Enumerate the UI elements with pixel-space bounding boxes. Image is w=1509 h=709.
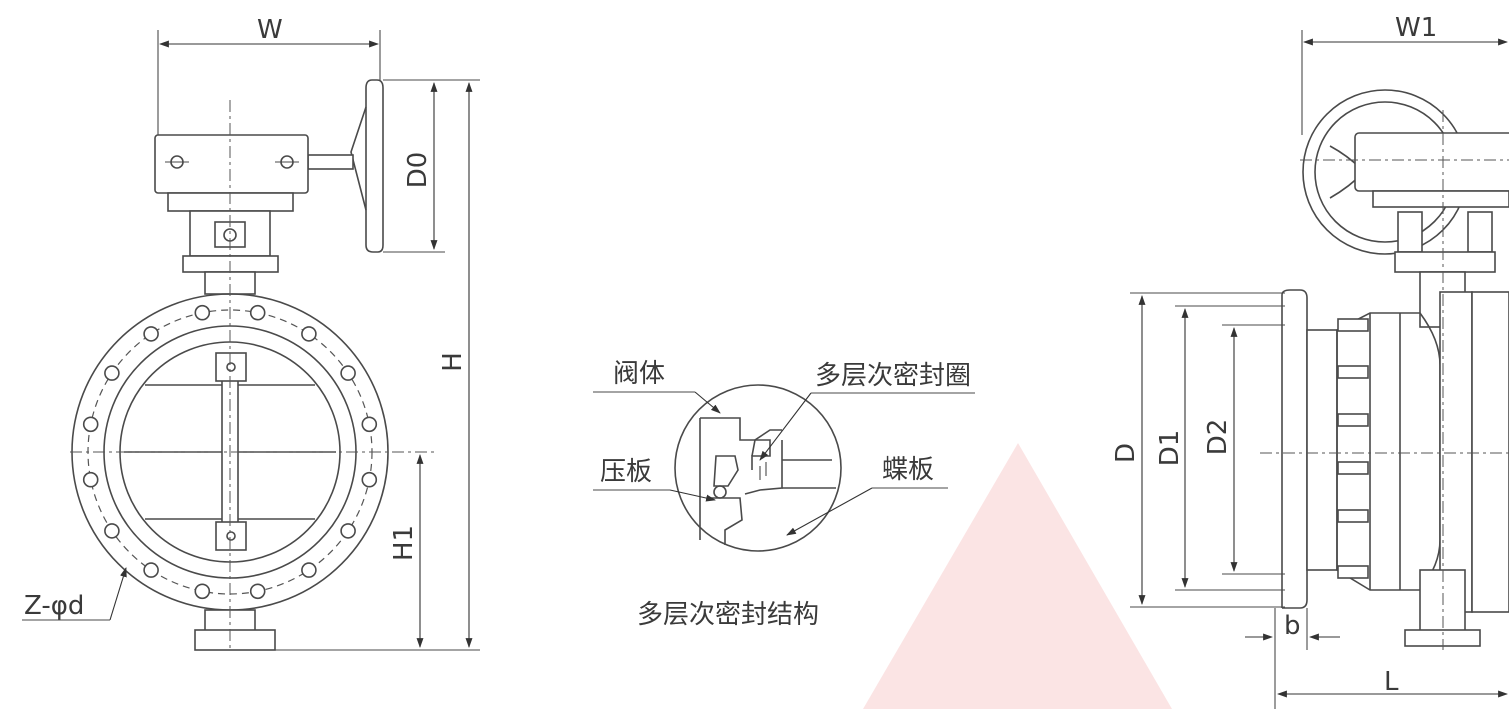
flange-bolt xyxy=(1337,365,1369,379)
bolt-hole xyxy=(249,304,266,321)
bolt-circle-label: D1 xyxy=(1155,430,1185,467)
flange-od-label: D xyxy=(1111,443,1141,463)
disc-label: 蝶板 xyxy=(882,455,934,485)
bolt-hole xyxy=(249,583,266,600)
pressure-plate-label: 压板 xyxy=(600,457,652,487)
handwheel-diameter-label: D0 xyxy=(403,152,433,189)
bolt-hole xyxy=(340,365,356,381)
bolt-hole xyxy=(104,523,120,539)
bolt-hole xyxy=(82,471,99,488)
bolt-hole xyxy=(143,562,159,578)
bolt-hole xyxy=(82,416,99,433)
bolt-hole xyxy=(361,416,378,433)
bolt-hole-label: Z-φd xyxy=(24,591,84,621)
raised-face-label: D2 xyxy=(1203,419,1233,456)
valve-body-label: 阀体 xyxy=(613,359,665,389)
center-height-label: H1 xyxy=(389,525,419,561)
watermark-triangle xyxy=(863,443,1172,709)
length-label: L xyxy=(1384,667,1399,697)
height-label: H xyxy=(438,352,468,372)
flange-bolt xyxy=(1337,318,1369,332)
width-label: W xyxy=(257,15,283,45)
flange-bolt xyxy=(1337,413,1369,427)
bolt-hole xyxy=(340,523,356,539)
bolt-hole xyxy=(104,365,120,381)
bolt-hole xyxy=(194,304,211,321)
bolt-hole xyxy=(143,326,159,342)
side-view xyxy=(1130,30,1509,709)
flange-bolt xyxy=(1337,565,1369,579)
flange-bolt xyxy=(1337,509,1369,523)
seal-ring-label: 多层次密封圈 xyxy=(815,361,971,391)
side-width-label: W1 xyxy=(1395,13,1437,43)
flange-bolt xyxy=(1337,461,1369,475)
bolt-hole xyxy=(361,471,378,488)
bolt-hole xyxy=(301,562,317,578)
flange-thickness-label: b xyxy=(1284,611,1301,641)
seal-detail-view xyxy=(593,384,975,552)
bolt-hole xyxy=(301,326,317,342)
bolt-hole xyxy=(194,583,211,600)
front-view xyxy=(22,30,480,651)
detail-caption: 多层次密封结构 xyxy=(637,600,819,630)
